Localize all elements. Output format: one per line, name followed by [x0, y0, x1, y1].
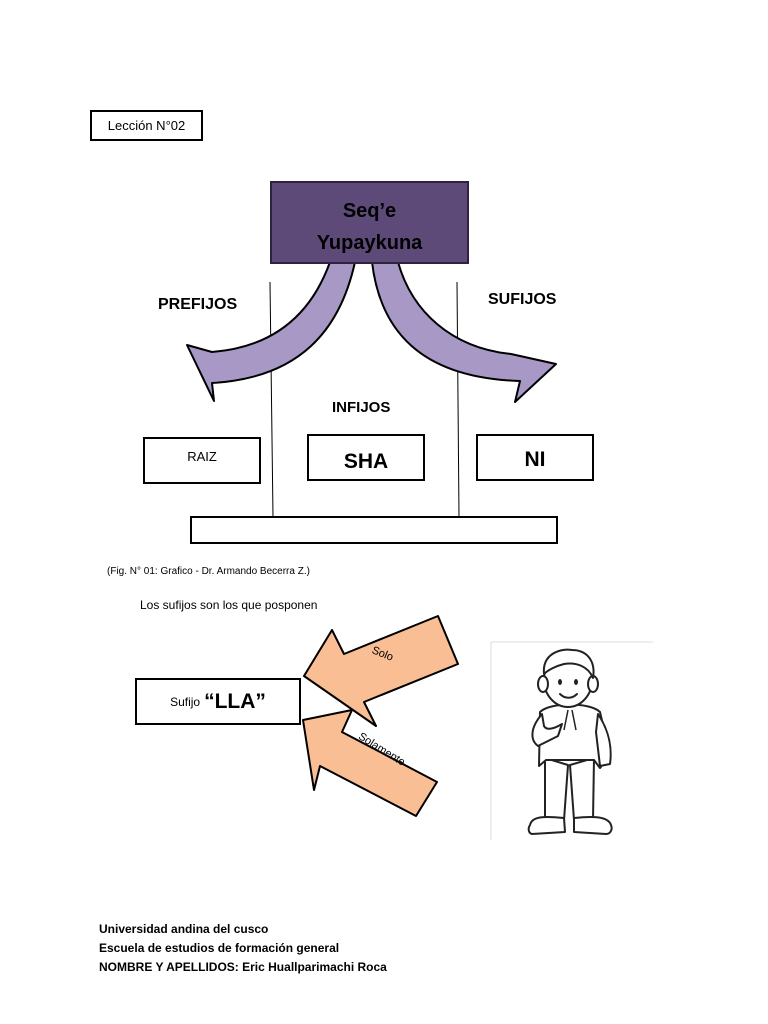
sha-label: SHA: [343, 450, 389, 473]
figure-caption: (Fig. N° 01: Grafico - Dr. Armando Becer…: [107, 566, 310, 577]
title-line-1: Seq’e: [342, 200, 397, 222]
footer-school: Escuela de estudios de formación general: [99, 941, 340, 955]
divider-line-right: [456, 281, 460, 518]
boy-illustration: [490, 641, 653, 840]
title-line-2: Yupaykuna: [316, 232, 423, 254]
lesson-label: Lección N°02: [107, 118, 186, 133]
footer-name: NOMBRE Y APELLIDOS: Eric Huallparimachi …: [99, 960, 387, 974]
lesson-label-box: Lección N°02: [90, 110, 203, 141]
divider-line-left: [269, 281, 274, 518]
base-box: [190, 516, 558, 544]
suffix-value: “LLA”: [204, 689, 266, 713]
raiz-label: RAIZ: [187, 449, 217, 464]
ni-label: NI: [524, 448, 546, 471]
sha-box: SHA: [307, 434, 425, 481]
infijos-label: INFIJOS: [332, 399, 391, 416]
arrow-left-curved: [186, 261, 356, 402]
suffix-arrows: Solo Solamente: [302, 615, 459, 817]
sufijos-sentence: Los sufijos son los que posponen: [140, 598, 318, 612]
arrow-right-curved: [371, 261, 557, 403]
prefijos-label: PREFIJOS: [158, 296, 238, 313]
raiz-box: RAIZ: [143, 437, 261, 484]
suffix-prefix-label: Sufijo: [170, 694, 201, 709]
arrow-solo: [303, 615, 459, 727]
sufijos-label: SUFIJOS: [488, 291, 557, 308]
title-box: Seq’e Yupaykuna: [270, 181, 469, 264]
suffix-box: Sufijo “LLA”: [135, 678, 301, 725]
footer-university: Universidad andina del cusco: [99, 922, 269, 936]
ni-box: NI: [476, 434, 594, 481]
arrow-solamente: [302, 709, 438, 817]
morphology-diagram: [186, 261, 558, 544]
